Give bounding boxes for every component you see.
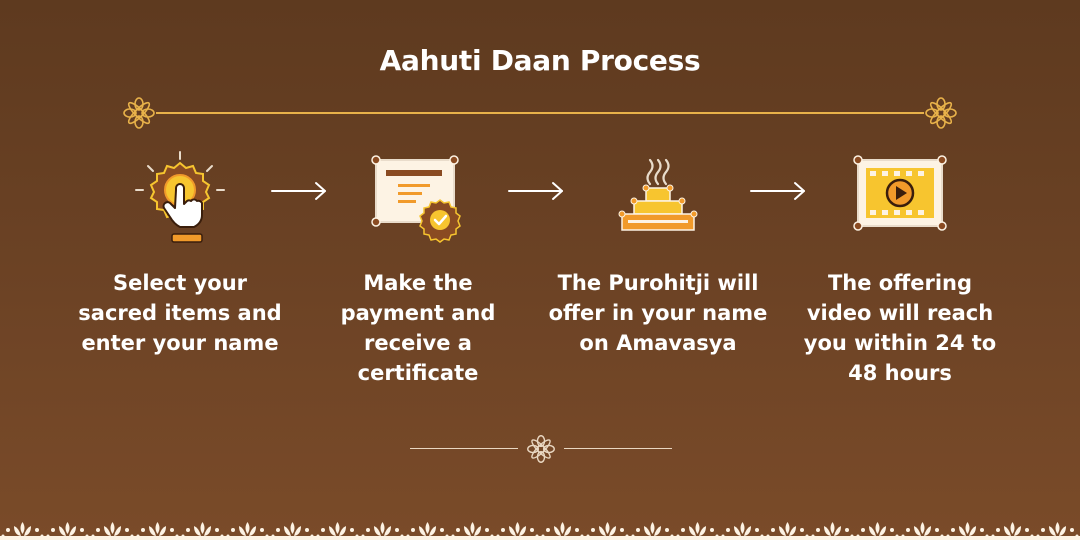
step-text-line: enter your name bbox=[81, 331, 279, 355]
step-text-line: payment and bbox=[340, 301, 496, 325]
step-text-line: offer in your name bbox=[548, 301, 768, 325]
decorative-footer-border bbox=[0, 516, 1080, 540]
step-text-line: The Purohitji will bbox=[557, 271, 759, 295]
mandala-center-icon bbox=[527, 435, 555, 463]
step-text-line: sacred items and bbox=[78, 301, 282, 325]
divider-line bbox=[564, 448, 672, 449]
step-text-line: 48 hours bbox=[848, 361, 952, 385]
page-title: Aahuti Daan Process bbox=[379, 44, 701, 77]
step-text-line: video will reach bbox=[806, 301, 994, 325]
step-text-line: The offering bbox=[827, 271, 973, 295]
step-text-line: receive a bbox=[364, 331, 472, 355]
arrow-right-icon bbox=[508, 182, 563, 200]
arrow-right-icon bbox=[271, 182, 326, 200]
mandala-right-icon bbox=[925, 97, 957, 129]
step-text-line: certificate bbox=[357, 361, 479, 385]
divider-line bbox=[410, 448, 518, 449]
step-1-text: Select your sacred items and enter your … bbox=[70, 268, 290, 358]
finger-tap-icon bbox=[135, 151, 225, 243]
bottom-divider bbox=[410, 434, 672, 464]
mandala-left-icon bbox=[123, 97, 155, 129]
video-play-icon bbox=[853, 155, 947, 231]
top-divider bbox=[122, 96, 958, 130]
step-text-line: Select your bbox=[112, 271, 248, 295]
step-text-line: you within 24 to bbox=[803, 331, 997, 355]
arrow-right-icon bbox=[750, 182, 805, 200]
divider-line bbox=[156, 112, 924, 114]
certificate-icon bbox=[371, 155, 461, 243]
step-3-text: The Purohitji will offer in your name on… bbox=[548, 268, 768, 358]
step-2-text: Make the payment and receive a certifica… bbox=[308, 268, 528, 388]
step-text-line: Make the bbox=[363, 271, 473, 295]
step-text-line: on Amavasya bbox=[579, 331, 737, 355]
havan-kund-icon bbox=[618, 158, 698, 231]
step-4-text: The offering video will reach you within… bbox=[790, 268, 1010, 388]
